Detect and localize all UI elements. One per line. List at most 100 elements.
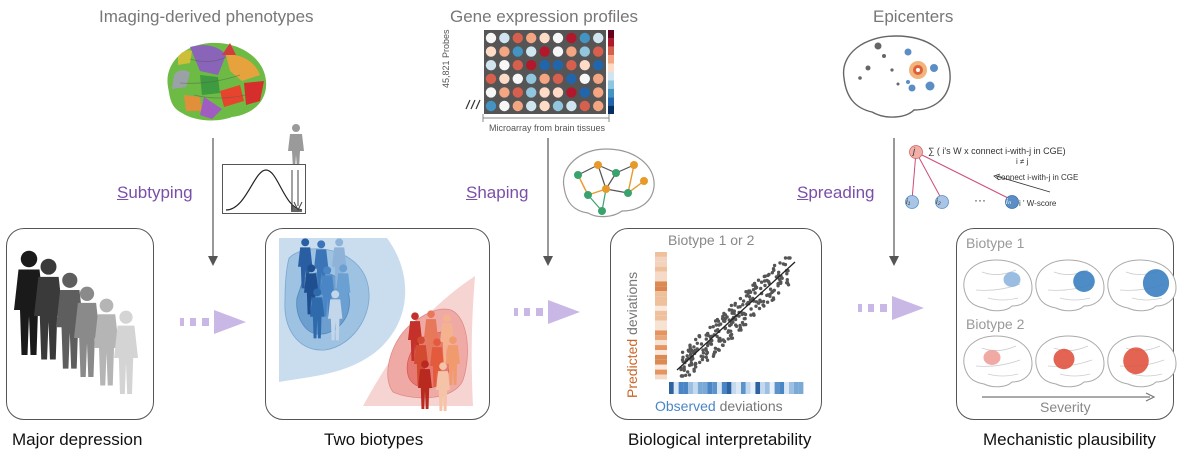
heatmap-dot	[579, 60, 590, 71]
heatmap-dot	[539, 73, 550, 84]
scatter-point	[771, 267, 776, 271]
spreading-network-graphic	[905, 145, 1051, 209]
network-brain-icon	[562, 148, 655, 218]
scatter-point	[730, 311, 734, 315]
scatter-point	[689, 358, 693, 362]
scatter-point	[761, 299, 766, 304]
scatter-point	[694, 365, 698, 369]
scatter-y-label: Predicted deviations	[624, 271, 640, 398]
observed-stripe-cell	[789, 382, 794, 394]
scatter-point	[722, 339, 727, 344]
scatter-point	[728, 323, 732, 328]
heatmap-dot	[579, 87, 590, 98]
scatter-point	[738, 296, 743, 301]
scatter-point	[759, 299, 763, 304]
scatter-point	[753, 291, 757, 295]
observed-stripe-cell	[673, 382, 679, 394]
colorbar-segment	[608, 72, 614, 81]
microarray-label: Microarray from brain tissues	[489, 123, 606, 133]
probes-label: 45,821 Probes	[441, 29, 451, 88]
heatmap-dot	[485, 73, 497, 84]
affected-region	[1053, 348, 1075, 370]
observed-stripe-cell	[745, 382, 751, 394]
predicted-stripe-cell	[655, 354, 667, 360]
severity-label: Severity	[1040, 399, 1091, 415]
heatmap-dot	[539, 32, 550, 44]
observed-stripe-cell	[707, 382, 713, 394]
heatmap-dot	[485, 60, 497, 71]
predicted-stripe-cell	[655, 271, 667, 277]
scatter-point	[734, 324, 739, 328]
scatter-point	[754, 304, 758, 308]
scatter-point	[765, 300, 770, 304]
predicted-stripe-cell	[655, 340, 667, 346]
scatter-point	[694, 337, 698, 342]
heatmap-dot	[552, 87, 564, 98]
gene-expression-heatmap	[484, 30, 614, 114]
heatmap-dot	[526, 60, 537, 71]
heatmap-dot	[552, 73, 564, 84]
heatmap-dot	[499, 73, 510, 84]
colorbar-segment	[608, 30, 614, 39]
biotype2-label: Biotype 2	[966, 316, 1025, 332]
scatter-point	[733, 303, 737, 307]
scatter-point	[692, 349, 696, 353]
scatter-point	[761, 303, 765, 307]
heatmap-dot	[485, 87, 497, 98]
scatter-point	[779, 281, 783, 285]
depression-person	[56, 272, 84, 369]
severity-brain	[1035, 259, 1105, 312]
imaging-brain-image	[167, 42, 267, 121]
flow-arrow-1	[180, 310, 246, 334]
observed-stripe-cell	[717, 382, 722, 394]
arrow-head	[892, 296, 924, 320]
predicted-stripe-cell	[655, 350, 667, 355]
blue-person	[328, 290, 343, 341]
arrow-dash	[202, 318, 209, 326]
scatter-point	[708, 325, 712, 330]
observed-stripe-cell	[793, 382, 799, 394]
heatmap-dot	[485, 32, 497, 44]
node-i2-label: i₂	[936, 197, 941, 206]
scatter-point	[729, 303, 734, 308]
caption-biological-interpretability: Biological interpretability	[628, 430, 812, 449]
scatter-point	[720, 317, 725, 321]
heatmap-dot	[512, 46, 523, 57]
flow-arrow-2	[514, 300, 580, 324]
scatter-point	[726, 337, 730, 341]
heatmap-dot	[552, 46, 564, 57]
red-person	[446, 336, 460, 385]
predicted-stripe-cell	[655, 296, 667, 301]
flow-arrow-3	[858, 296, 924, 320]
depression-person	[94, 298, 119, 386]
scatter-point	[686, 370, 690, 374]
predicted-stripe-cell	[655, 252, 667, 257]
scatter-point	[759, 286, 763, 291]
heatmap-dot	[499, 32, 510, 44]
scatter-point	[711, 325, 715, 329]
observed-stripe-cell	[702, 382, 708, 394]
heatmap-dot	[579, 73, 590, 84]
scatter-point	[715, 334, 719, 338]
heatmap-dot	[593, 32, 604, 44]
scatter-point	[741, 303, 745, 307]
heatmap-dot	[579, 46, 590, 57]
scatter-point	[754, 300, 759, 304]
scatter-point	[693, 361, 698, 366]
scatter-point	[744, 294, 749, 298]
heatmap-dot	[593, 87, 604, 98]
colorbar-segment	[608, 80, 614, 89]
scatter-point	[682, 367, 686, 371]
epicenters-title: Epicenters	[873, 7, 954, 26]
predicted-stripe-cell	[655, 315, 667, 321]
scatter-point	[687, 373, 692, 377]
subtyping-label: Subtyping	[117, 183, 193, 202]
depression-person	[14, 250, 44, 355]
scatter-point	[705, 358, 710, 362]
scatter-point	[768, 287, 773, 291]
severity-brain	[1035, 335, 1105, 388]
scatter-point	[752, 281, 757, 286]
observed-stripe-cell	[712, 382, 717, 394]
colorbar-segment	[608, 46, 614, 56]
observed-stripe-cell	[755, 382, 761, 394]
